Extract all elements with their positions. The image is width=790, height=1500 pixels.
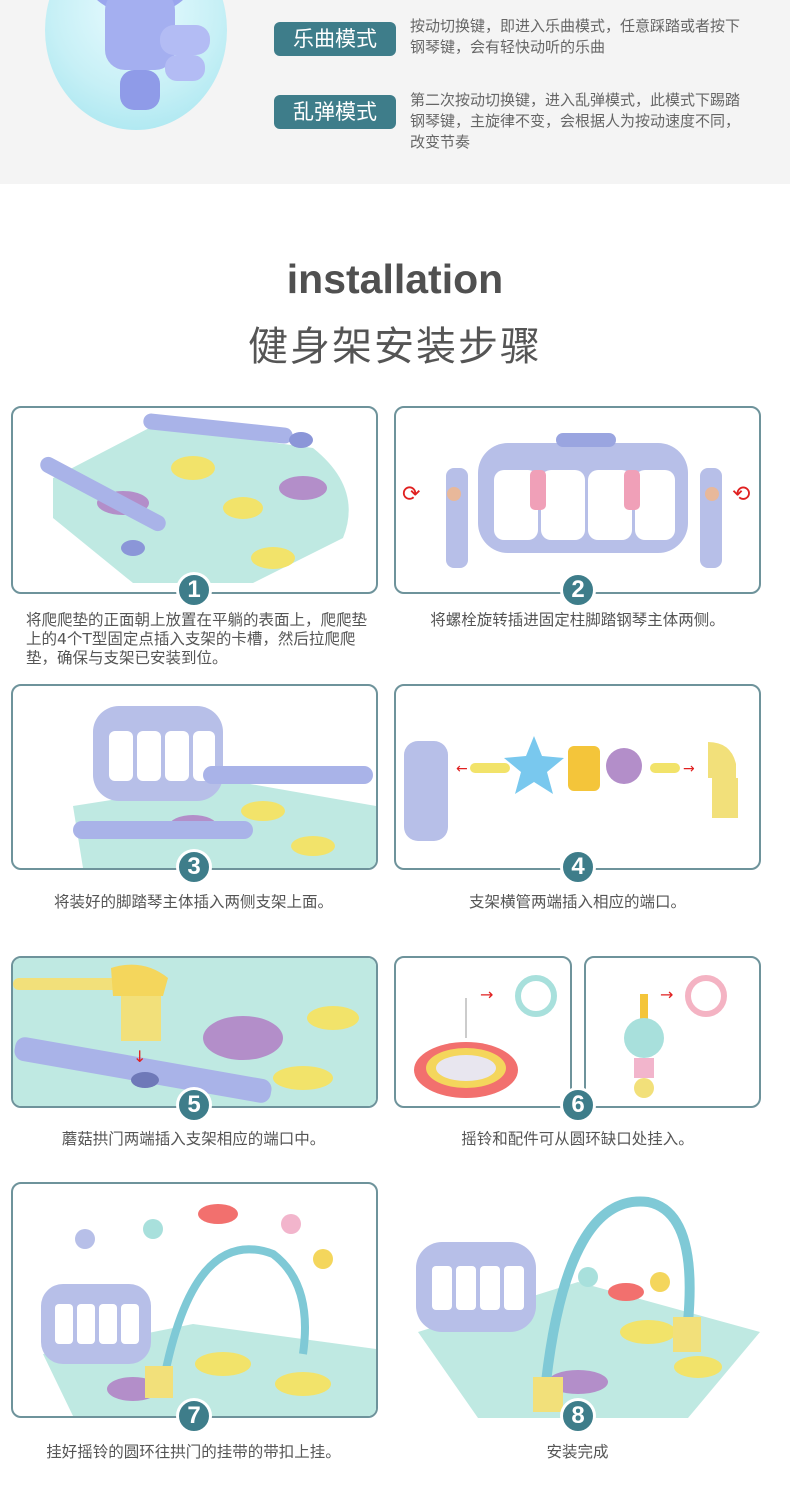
step-4-caption: 支架横管两端插入相应的端口。 — [468, 893, 686, 911]
mode-desc-random: 第二次按动切换键，进入乱弹模式，此模式下踢踏钢琴键，主旋律不变，会根据人为按动速… — [410, 91, 741, 151]
step-8-panel — [398, 1182, 760, 1418]
svg-text:→: → — [660, 985, 673, 1004]
step-3-caption: 将装好的脚踏琴主体插入两侧支架上面。 — [53, 893, 333, 911]
step-7-panel — [11, 1182, 378, 1418]
svg-text:↓: ↓ — [133, 1047, 146, 1066]
step-2-caption: 将螺栓旋转插进固定柱脚踏钢琴主体两侧。 — [430, 611, 725, 629]
step-6-rattle-illustration: → — [624, 975, 727, 1098]
step-3-number: 3 — [176, 849, 212, 885]
step-3-panel — [11, 684, 378, 870]
heading-chinese: 健身架安装步骤 — [248, 324, 542, 370]
step-8-illustration — [416, 1196, 760, 1418]
step-6-mirror-illustration: → — [414, 975, 557, 1098]
step-1-illustration — [40, 413, 349, 583]
heading-english: installation — [286, 256, 504, 302]
microphone-toy-image — [45, 0, 227, 130]
step-6-number: 6 — [560, 1087, 596, 1123]
rotate-arrow-icon-left: ⟳ — [402, 482, 421, 507]
step-5-panel: ↓ — [11, 956, 378, 1108]
mode-desc-music: 按动切换键，即进入乐曲模式，任意踩踏或者按下钢琴键，会有轻快动听的乐曲 — [410, 17, 741, 56]
step-5-caption: 蘑菇拱门两端插入支架相应的端口中。 — [61, 1130, 326, 1148]
step-2-illustration — [446, 433, 722, 568]
step-6-caption: 摇铃和配件可从圆环缺口处挂入。 — [461, 1130, 694, 1148]
mode-badge-music: 乐曲模式 — [274, 22, 396, 56]
step-1-caption: 将爬爬垫的正面朝上放置在平躺的表面上，爬爬垫上的4个T型固定点插入支架的卡槽，然… — [26, 611, 368, 667]
step-6-panel-left: → — [394, 956, 572, 1108]
rotate-arrow-icon-right: ⟲ — [732, 482, 751, 507]
step-7-illustration — [41, 1204, 376, 1416]
step-8-caption: 安装完成 — [546, 1443, 609, 1461]
step-5-illustration: ↓ — [13, 958, 376, 1106]
step-7-caption: 挂好摇铃的圆环往拱门的挂带的带扣上挂。 — [46, 1443, 341, 1461]
step-8-number: 8 — [560, 1398, 596, 1434]
step-4-panel: ← → — [394, 684, 761, 870]
mode-badge-random: 乱弹模式 — [274, 95, 396, 129]
svg-text:→: → — [683, 761, 695, 777]
step-2-panel: ⟳ ⟲ — [394, 406, 761, 594]
step-2-number: 2 — [560, 572, 596, 608]
svg-text:←: ← — [456, 761, 468, 777]
step-6-panel-right: → — [584, 956, 761, 1108]
step-3-illustration — [73, 706, 376, 868]
music-modes-section: 乐曲模式 按动切换键，即进入乐曲模式，任意踩踏或者按下钢琴键，会有轻快动听的乐曲… — [0, 0, 790, 184]
step-7-number: 7 — [176, 1398, 212, 1434]
step-4-number: 4 — [560, 849, 596, 885]
svg-text:→: → — [480, 985, 493, 1004]
step-4-illustration: ← → — [404, 736, 738, 841]
step-5-number: 5 — [176, 1087, 212, 1123]
microphone-illustration — [97, 0, 210, 110]
step-1-number: 1 — [176, 572, 212, 608]
step-1-panel — [11, 406, 378, 594]
